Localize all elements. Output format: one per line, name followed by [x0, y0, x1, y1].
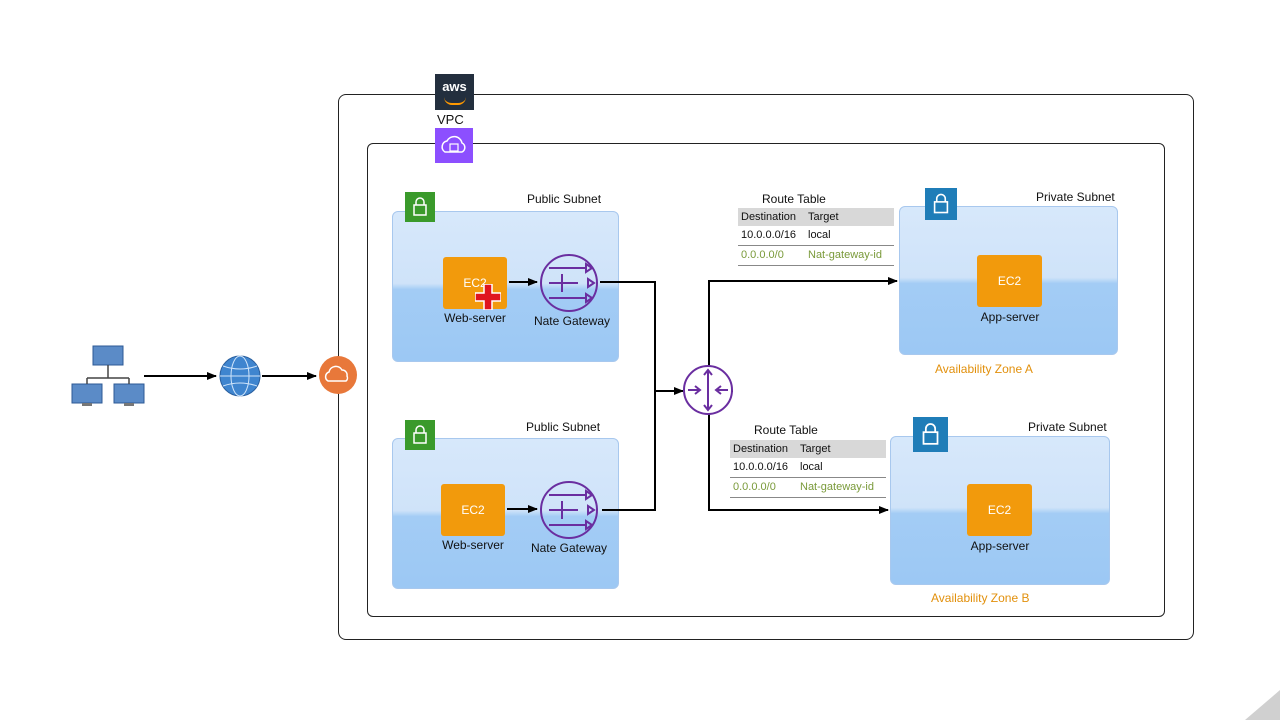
internet-globe-icon	[219, 355, 261, 397]
route-table-bottom-title: Route Table	[754, 423, 818, 437]
public-subnet-bottom-title: Public Subnet	[526, 420, 601, 434]
private-subnet-a	[899, 206, 1118, 355]
internet-gateway-icon	[319, 356, 357, 394]
aws-logo: aws	[435, 74, 474, 110]
availability-zone-b-label: Availability Zone B	[931, 591, 1030, 605]
public-subnet-top-title: Public Subnet	[527, 192, 602, 206]
ec2-instance: EC2	[967, 484, 1032, 536]
lock-icon	[405, 420, 435, 450]
corner-decoration	[1245, 690, 1280, 720]
app-server-label: App-server	[980, 310, 1040, 324]
vpc-icon	[435, 128, 473, 163]
vpc-boundary	[367, 143, 1165, 617]
private-subnet-a-title: Private Subnet	[1036, 190, 1115, 204]
network-computers-icon	[71, 345, 145, 406]
nat-gateway-label: Nate Gateway	[530, 541, 608, 555]
ec2-instance: EC2	[977, 255, 1042, 307]
web-server-label: Web-server	[442, 538, 504, 552]
nat-gateway-label: Nate Gateway	[533, 314, 611, 328]
lock-icon	[405, 192, 435, 222]
vpc-label: VPC	[437, 112, 464, 127]
ec2-instance: EC2	[441, 484, 505, 536]
cursor-cross-icon	[474, 283, 502, 315]
nat-gateway-icon	[540, 254, 598, 312]
lock-icon	[925, 188, 957, 220]
lock-icon	[913, 417, 948, 452]
availability-zone-a-label: Availability Zone A	[935, 362, 1033, 376]
web-server-label: Web-server	[444, 311, 506, 325]
public-subnet-bottom	[392, 438, 619, 589]
route-table-top-title: Route Table	[762, 192, 826, 206]
nat-gateway-icon	[540, 481, 598, 539]
private-subnet-b-title: Private Subnet	[1028, 420, 1107, 434]
router-icon	[683, 365, 733, 415]
app-server-label: App-server	[970, 539, 1030, 553]
